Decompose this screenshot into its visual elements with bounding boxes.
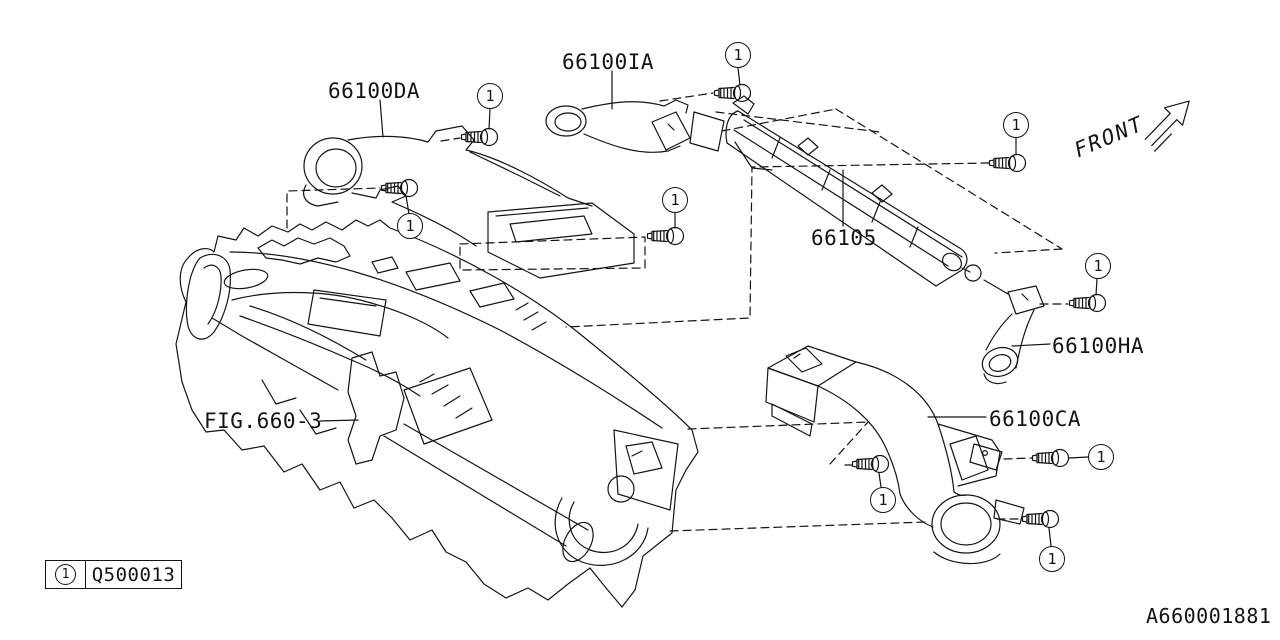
callout-badge: 1 xyxy=(1088,444,1114,470)
callout-connector-lines xyxy=(405,67,1098,547)
screw-icon xyxy=(1068,293,1107,313)
part-label-66100da: 66100DA xyxy=(328,79,421,103)
screw-fasteners xyxy=(380,83,1107,529)
legend-box: 1 Q500013 xyxy=(45,560,182,589)
callout-badge: 1 xyxy=(662,187,688,213)
diagram-id: A660001881 xyxy=(1146,604,1272,628)
dashed-reference-lines xyxy=(286,92,1069,532)
part-label-66100ia: 66100IA xyxy=(562,50,655,74)
duct-66100ia-drawing xyxy=(545,99,725,153)
part-label-66100ca: 66100CA xyxy=(989,407,1082,431)
beam-66105-drawing xyxy=(725,95,982,287)
screw-icon xyxy=(988,153,1027,173)
duct-66100ca-drawing xyxy=(765,345,1025,565)
front-arrow-icon xyxy=(1144,100,1190,152)
callout-badge: 1 xyxy=(1085,253,1111,279)
screw-icon xyxy=(851,454,890,474)
legend-symbol-cell: 1 xyxy=(46,561,86,588)
part-label-66105: 66105 xyxy=(811,226,877,250)
part-label-66100ha: 66100HA xyxy=(1052,334,1145,358)
screw-icon xyxy=(646,226,685,246)
instrument-panel-drawing xyxy=(175,219,699,608)
callout-badge: 1 xyxy=(725,42,751,68)
callout-badge: 1 xyxy=(477,83,503,109)
duct-66100ha-drawing xyxy=(961,267,1045,385)
label-leader-lines xyxy=(319,70,1051,422)
legend-callout-ring: 1 xyxy=(55,564,76,585)
screw-icon xyxy=(1021,509,1060,529)
callout-badge: 1 xyxy=(1003,112,1029,138)
screw-icon xyxy=(713,83,752,103)
callout-badge: 1 xyxy=(870,487,896,513)
callout-badge: 1 xyxy=(397,213,423,239)
legend-part-number: Q500013 xyxy=(91,563,176,586)
figure-reference-label: FIG.660-3 xyxy=(204,409,323,433)
screw-icon xyxy=(1031,448,1070,468)
callout-badge: 1 xyxy=(1039,546,1065,572)
duct-66100da-drawing xyxy=(303,125,635,279)
